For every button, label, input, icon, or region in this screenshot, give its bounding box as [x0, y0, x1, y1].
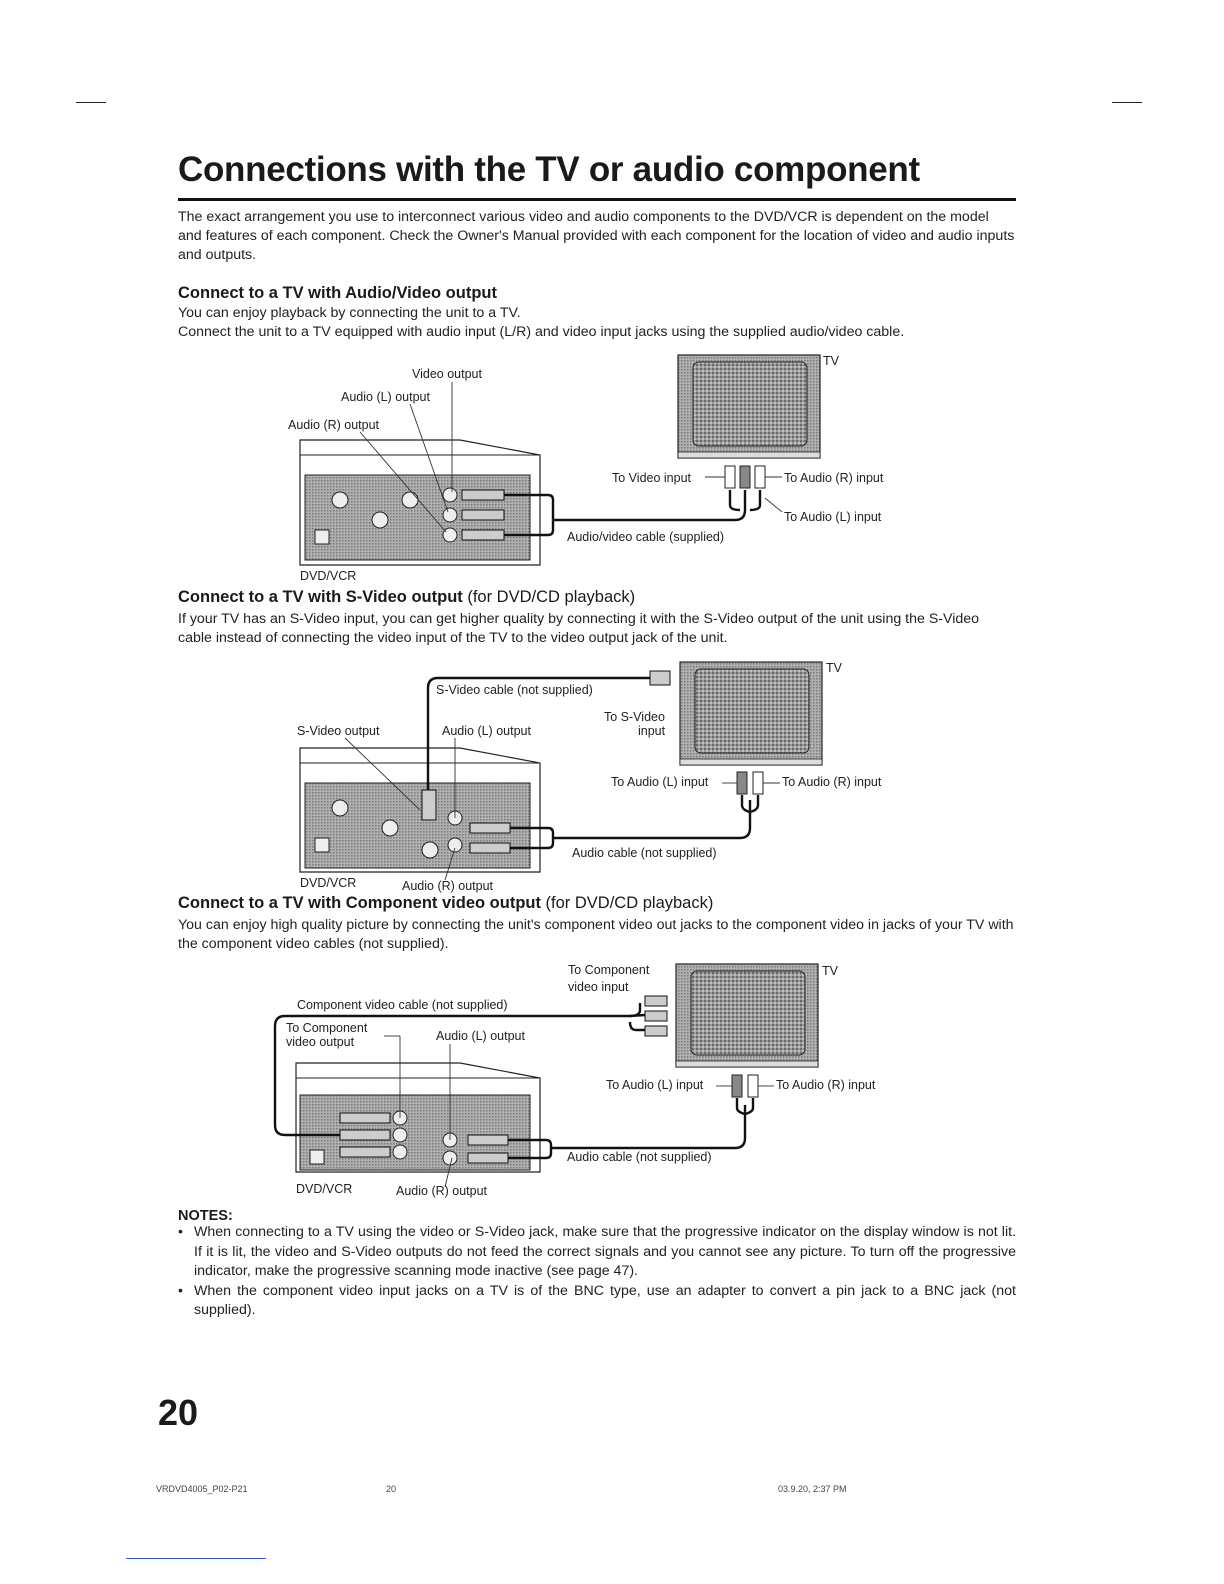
section3-heading-suffix: (for DVD/CD playback) [540, 894, 714, 912]
label-to-audio-r-input-1: To Audio (R) input [784, 471, 884, 485]
tv-2-icon [679, 661, 823, 766]
page-title: Connections with the TV or audio compone… [178, 150, 920, 189]
audio-cable-2 [469, 795, 760, 854]
dvdvcr-1-icon [299, 439, 541, 566]
audio-cable-3 [467, 1098, 755, 1164]
audio-plugs-3 [731, 1074, 759, 1098]
diagram-av: Video output Audio (L) output Audio (R) … [288, 354, 884, 583]
title-rule [178, 198, 1016, 201]
section3-heading: Connect to a TV with Component video out… [178, 894, 713, 913]
label-to-component-in: To Component [568, 963, 650, 977]
av-cable-1 [461, 489, 762, 541]
note-item: When the component video input jacks on … [178, 1282, 1016, 1321]
label-svideo-cable: S-Video cable (not supplied) [436, 683, 593, 697]
audio-plugs-2 [736, 771, 764, 795]
note-item: When connecting to a TV using the video … [178, 1223, 1016, 1282]
section2-heading-suffix: (for DVD/CD playback) [462, 588, 636, 606]
section1-line2: Connect the unit to a TV equipped with a… [178, 324, 905, 340]
label-component-video-output: video output [286, 1035, 355, 1049]
section1-line1: You can enjoy playback by connecting the… [178, 305, 521, 321]
label-audio-r-output-3: Audio (R) output [396, 1184, 488, 1198]
crop-mark-left [76, 102, 106, 103]
label-audio-l-output: Audio (L) output [341, 390, 430, 404]
label-dvdvcr-2: DVD/VCR [300, 876, 356, 890]
section2-heading-bold: Connect to a TV with S-Video output [178, 588, 463, 606]
label-dvdvcr-1: DVD/VCR [300, 569, 356, 583]
label-component-video-input: video input [568, 980, 629, 994]
label-audio-l-output-3: Audio (L) output [436, 1029, 525, 1043]
label-to-svideo: To S-Video [604, 710, 665, 724]
footer-stamp: 03.9.20, 2:37 PM [778, 1484, 847, 1494]
label-audio-cable-2: Audio cable (not supplied) [572, 846, 717, 860]
label-svideo-input: input [638, 724, 666, 738]
av-plugs-1 [724, 465, 766, 489]
label-tv-1: TV [823, 354, 840, 368]
label-audio-r-output-2: Audio (R) output [402, 879, 494, 893]
crop-mark-right [1112, 102, 1142, 103]
section3-body: You can enjoy high quality picture by co… [178, 917, 1014, 952]
label-to-audio-l-input-3: To Audio (L) input [606, 1078, 704, 1092]
section2-body: If your TV has an S-Video input, you can… [178, 611, 980, 646]
page-number: 20 [158, 1392, 199, 1433]
svideo-cable [421, 670, 671, 821]
bottom-link-line [126, 1558, 266, 1559]
label-component-cable: Component video cable (not supplied) [297, 998, 508, 1012]
label-to-audio-l-input-1: To Audio (L) input [784, 510, 882, 524]
label-dvdvcr-3: DVD/VCR [296, 1182, 352, 1196]
label-to-audio-r-input-3: To Audio (R) input [776, 1078, 876, 1092]
label-tv-2: TV [826, 661, 843, 675]
tv-1-icon [677, 354, 821, 459]
intro-paragraph: The exact arrangement you use to interco… [178, 209, 1015, 263]
diagram-component: To Component video input TV Component vi… [273, 963, 876, 1198]
label-to-video-input: To Video input [612, 471, 692, 485]
label-audio-l-output-2: Audio (L) output [442, 724, 531, 738]
label-to-audio-l-input-2: To Audio (L) input [611, 775, 709, 789]
tv-3-icon [675, 963, 819, 1068]
label-audio-cable-3: Audio cable (not supplied) [567, 1150, 712, 1164]
diagram-svideo: S-Video cable (not supplied) S-Video out… [297, 661, 882, 893]
label-audio-r-output: Audio (R) output [288, 418, 380, 432]
label-tv-3: TV [822, 964, 839, 978]
label-video-output: Video output [412, 367, 482, 381]
section1-heading: Connect to a TV with Audio/Video output [178, 284, 497, 302]
footer-page: 20 [386, 1484, 397, 1494]
notes-list: When connecting to a TV using the video … [178, 1223, 1016, 1321]
label-svideo-output: S-Video output [297, 724, 380, 738]
section2-heading: Connect to a TV with S-Video output (for… [178, 588, 635, 607]
component-cable [273, 995, 668, 1158]
label-av-cable: Audio/video cable (supplied) [567, 530, 724, 544]
label-to-audio-r-input-2: To Audio (R) input [782, 775, 882, 789]
footer-file: VRDVD4005_P02-P21 [156, 1484, 248, 1494]
label-to-component-out: To Component [286, 1021, 368, 1035]
section3-heading-bold: Connect to a TV with Component video out… [178, 894, 541, 912]
notes-heading: NOTES: [178, 1208, 233, 1224]
